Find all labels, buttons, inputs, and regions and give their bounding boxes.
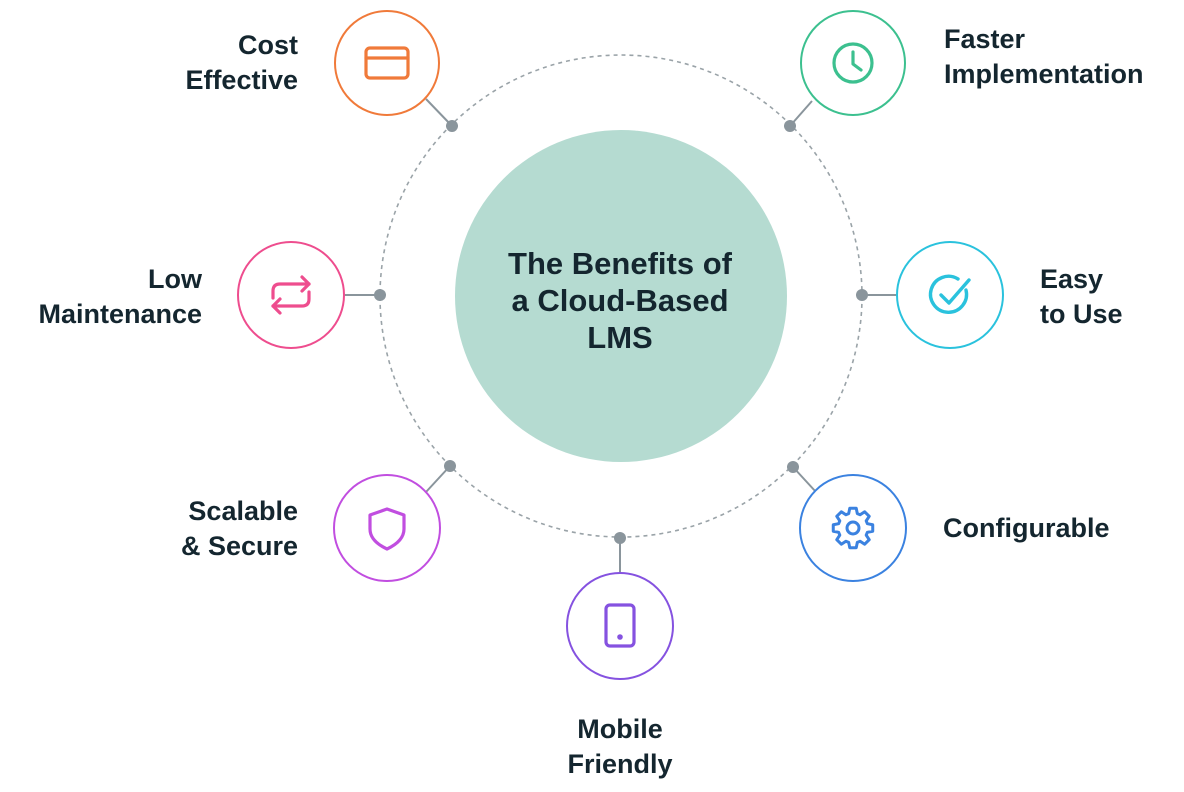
connector-cost-effective	[425, 98, 453, 127]
node-scalable-secure	[333, 474, 441, 582]
label-line: Low	[148, 264, 202, 294]
label-line: Cost	[238, 30, 298, 60]
label-line: Configurable	[943, 513, 1110, 543]
label-mobile-friendly: Mobile Friendly	[520, 712, 720, 782]
label-low-maintenance: Low Maintenance	[0, 262, 202, 332]
label-faster-implementation: Faster Implementation	[944, 22, 1180, 92]
label-cost-effective: Cost Effective	[100, 28, 298, 98]
ring-dot-faster-implementation	[784, 120, 796, 132]
gear-icon	[831, 506, 875, 550]
node-easy-to-use	[896, 241, 1004, 349]
label-easy-to-use: Easy to Use	[1040, 262, 1180, 332]
ring-dot-low-maintenance	[374, 289, 386, 301]
label-line: Maintenance	[38, 299, 202, 329]
node-low-maintenance	[237, 241, 345, 349]
ring-dot-configurable	[787, 461, 799, 473]
ring-dots	[374, 120, 868, 544]
center-title-line1: The Benefits of	[508, 245, 732, 281]
label-line: Easy	[1040, 264, 1104, 294]
label-line: Implementation	[944, 59, 1144, 89]
node-mobile-friendly	[566, 572, 674, 680]
label-line: Faster	[944, 24, 1026, 54]
clock-icon	[832, 42, 874, 84]
credit-card-icon	[364, 46, 410, 80]
ring-dot-easy-to-use	[856, 289, 868, 301]
center-title-line2: a Cloud-Based	[511, 282, 729, 318]
mobile-phone-icon	[604, 603, 636, 648]
center-title: The Benefits of a Cloud-Based LMS	[480, 240, 760, 360]
label-line: Effective	[185, 65, 298, 95]
center-title-line3: LMS	[587, 319, 653, 355]
center-circle	[455, 130, 787, 462]
label-line: Scalable	[188, 496, 298, 526]
node-cost-effective	[334, 10, 440, 116]
label-configurable: Configurable	[943, 511, 1179, 546]
shield-icon	[368, 507, 406, 551]
ring-dot-cost-effective	[446, 120, 458, 132]
ring-dot-scalable-secure	[444, 460, 456, 472]
node-configurable	[799, 474, 907, 582]
refresh-arrows-icon	[271, 275, 311, 315]
label-line: to Use	[1040, 299, 1123, 329]
label-line: Friendly	[567, 749, 673, 779]
label-line: Mobile	[577, 714, 663, 744]
label-scalable-secure: Scalable & Secure	[100, 494, 298, 564]
check-circle-icon	[928, 274, 971, 314]
node-faster-implementation	[800, 10, 906, 116]
ring-dot-mobile-friendly	[614, 532, 626, 544]
label-line: & Secure	[180, 531, 298, 561]
